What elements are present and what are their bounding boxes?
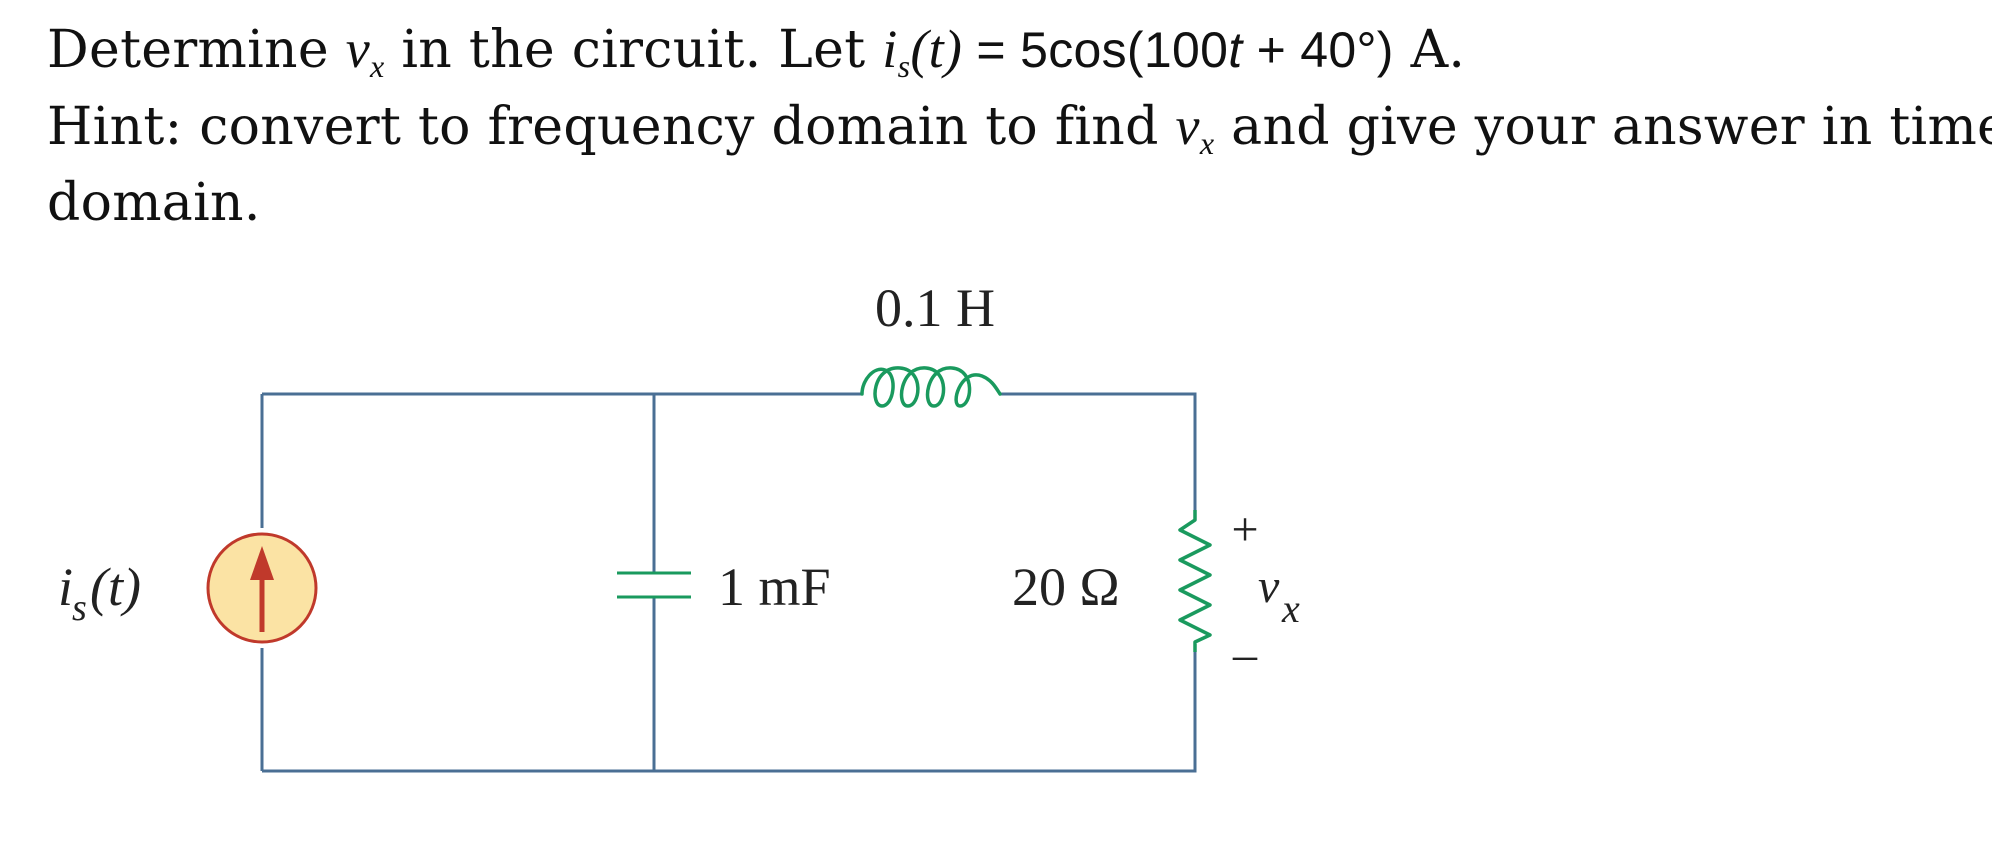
resistor-zigzag [1178, 510, 1212, 652]
unit-amps: A. [1393, 20, 1466, 80]
resistor [1178, 510, 1212, 652]
problem-statement: Determine vx in the circuit. Let is(t) =… [47, 14, 1992, 238]
source-label-t: (t) [90, 557, 141, 617]
source-label: i s (t) [58, 557, 141, 629]
text-hint: Hint: convert to frequency domain to fin… [47, 97, 1176, 157]
vx-label-v: v [1258, 560, 1280, 613]
is-subscript: s [897, 48, 911, 84]
time-variable: t [1228, 22, 1243, 78]
is-argument: (t) [910, 19, 963, 79]
vx-symbol: v [345, 19, 371, 79]
problem-line-2: Hint: convert to frequency domain to fin… [47, 91, 1992, 168]
wire-top-right [1000, 392, 1197, 510]
vx-symbol-hint: v [1175, 96, 1200, 156]
vx-subscript-hint: x [1199, 125, 1215, 161]
wire-bottom [262, 652, 1197, 773]
circuit-wires [260, 392, 1197, 773]
problem-line-1: Determine vx in the circuit. Let is(t) =… [47, 14, 1977, 91]
current-source [206, 532, 318, 644]
text-determine: Determine [47, 20, 346, 80]
inductor-coil [860, 366, 1002, 408]
resistor-label: 20 Ω [1012, 557, 1120, 617]
source-label-i: i [58, 557, 73, 617]
arrow-head-icon [250, 546, 274, 580]
vx-label-sub: x [1281, 586, 1300, 631]
inductor [860, 366, 1002, 408]
phase-expression: + 40°) [1242, 22, 1394, 78]
text-in-the-circuit: in the circuit. Let [384, 20, 883, 80]
text-answer-in-time: and give your answer in time [1214, 97, 1992, 157]
capacitor [617, 571, 691, 599]
problem-line-3: domain. [47, 173, 261, 233]
plus-sign: + [1231, 503, 1258, 556]
is-symbol: i [882, 19, 898, 79]
vx-label: v x [1258, 560, 1300, 631]
source-label-sub: s [72, 587, 87, 629]
capacitor-label: 1 mF [718, 557, 831, 617]
inductor-label: 0.1 H [875, 278, 995, 338]
minus-sign: – [1232, 628, 1258, 681]
vx-subscript: x [370, 48, 385, 84]
source-expression: = 5cos(100 [962, 22, 1229, 78]
